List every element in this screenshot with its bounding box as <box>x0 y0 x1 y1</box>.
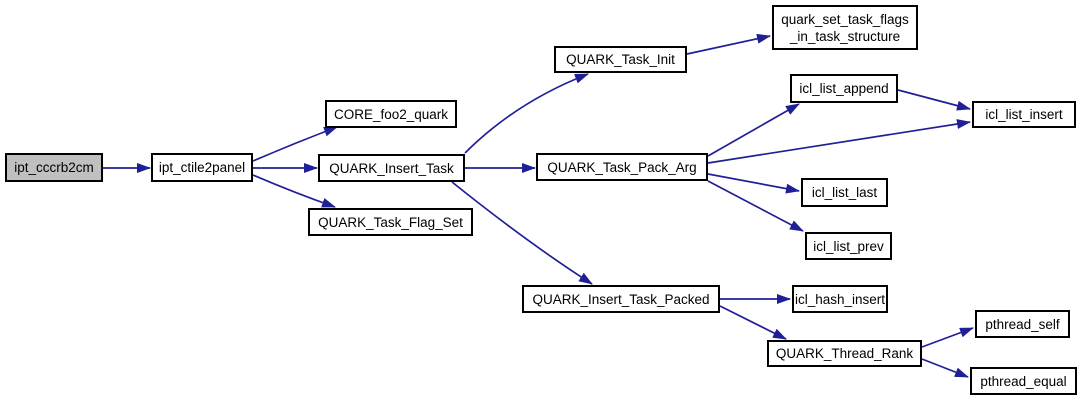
graph-node-label: QUARK_Task_Init <box>566 52 675 67</box>
graph-node-label: CORE_foo2_quark <box>333 106 449 122</box>
graph-node-QUARK_Insert_Task[interactable]: QUARK_Insert_Task <box>318 154 465 182</box>
graph-node-label: QUARK_Task_Flag_Set <box>318 214 463 230</box>
edge-QUARK_Task_Init-to-quark_set_task_flags <box>686 33 771 55</box>
graph-node-label: QUARK_Thread_Rank <box>775 346 914 361</box>
graph-node-QUARK_Task_Init[interactable]: QUARK_Task_Init <box>554 46 687 73</box>
graph-node-label: pthread_self <box>985 316 1060 332</box>
graph-node-quark_set_task_flags[interactable]: quark_set_task_flags _in_task_structure <box>772 5 918 50</box>
graph-node-ipt_cccrb2cm: ipt_cccrb2cm <box>5 153 103 182</box>
graph-node-icl_list_append[interactable]: icl_list_append <box>790 74 898 103</box>
graph-node-label: QUARK_Task_Pack_Arg <box>547 159 697 175</box>
graph-node-label: icl_list_append <box>799 81 889 96</box>
graph-node-label: QUARK_Insert_Task_Packed <box>532 291 710 307</box>
edge-QUARK_Task_Pack_Arg-to-icl_list_append <box>707 103 800 157</box>
edge-QUARK_Task_Pack_Arg-to-icl_list_insert <box>707 119 971 164</box>
edge-QUARK_Insert_Task-to-QUARK_Task_Init <box>464 73 589 154</box>
graph-node-pthread_equal[interactable]: pthread_equal <box>970 367 1077 395</box>
graph-node-ipt_ctile2panel[interactable]: ipt_ctile2panel <box>151 153 253 182</box>
edge-QUARK_Task_Pack_Arg-to-icl_list_last <box>707 173 800 194</box>
graph-node-CORE_foo2_quark[interactable]: CORE_foo2_quark <box>325 100 457 128</box>
edge-ipt_ctile2panel-to-CORE_foo2_quark <box>252 126 338 162</box>
graph-node-QUARK_Insert_Task_Packed[interactable]: QUARK_Insert_Task_Packed <box>522 285 720 313</box>
graph-node-label: icl_list_insert <box>985 107 1063 122</box>
graph-node-icl_list_prev[interactable]: icl_list_prev <box>805 232 892 260</box>
graph-node-label: pthread_equal <box>980 373 1067 389</box>
edge-QUARK_Task_Pack_Arg-to-icl_list_prev <box>707 180 804 232</box>
graph-node-label: QUARK_Insert_Task <box>329 160 454 176</box>
graph-node-label: ipt_ctile2panel <box>158 160 246 175</box>
edge-QUARK_Insert_Task_Packed-to-QUARK_Thread_Rank <box>719 305 787 340</box>
graph-node-label: icl_hash_insert <box>794 291 886 307</box>
graph-node-icl_hash_insert[interactable]: icl_hash_insert <box>792 285 888 313</box>
graph-node-icl_list_insert[interactable]: icl_list_insert <box>972 101 1076 128</box>
graph-node-label: quark_set_task_flags _in_task_structure <box>781 11 909 44</box>
edge-QUARK_Insert_Task-to-QUARK_Insert_Task_Packed <box>451 181 593 285</box>
graph-node-label: icl_list_last <box>811 185 878 200</box>
graph-node-icl_list_last[interactable]: icl_list_last <box>801 178 888 207</box>
graph-node-label: icl_list_prev <box>813 238 884 254</box>
edge-QUARK_Thread_Rank-to-pthread_equal <box>921 358 969 378</box>
edge-ipt_ctile2panel-to-QUARK_Task_Flag_Set <box>252 174 336 208</box>
graph-node-label: ipt_cccrb2cm <box>14 160 94 175</box>
graph-node-QUARK_Thread_Rank[interactable]: QUARK_Thread_Rank <box>767 340 922 367</box>
graph-node-pthread_self[interactable]: pthread_self <box>975 310 1070 338</box>
graph-node-QUARK_Task_Flag_Set[interactable]: QUARK_Task_Flag_Set <box>308 208 473 236</box>
graph-node-QUARK_Task_Pack_Arg[interactable]: QUARK_Task_Pack_Arg <box>536 153 708 181</box>
edge-QUARK_Thread_Rank-to-pthread_self <box>921 327 974 348</box>
edge-icl_list_append-to-icl_list_insert <box>897 89 971 111</box>
